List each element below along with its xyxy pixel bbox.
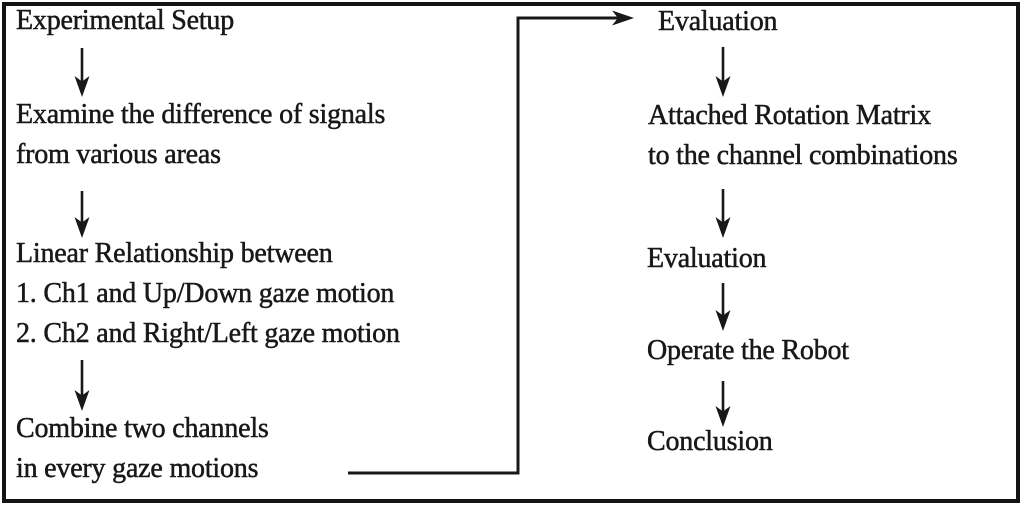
step-line: Evaluation (647, 243, 767, 275)
step-line: Conclusion (647, 426, 773, 458)
step-experimental-setup: Experimental Setup (16, 1, 235, 41)
step-line: from various areas (16, 139, 221, 171)
step-operate-robot: Operate the Robot (647, 331, 850, 371)
step-linear-relationship: Linear Relationship between 1. Ch1 and U… (16, 234, 400, 354)
step-line: Operate the Robot (647, 335, 850, 367)
step-line: Examine the difference of signals (16, 99, 386, 131)
step-line: 2. Ch2 and Right/Left gaze motion (16, 318, 400, 350)
step-line: Linear Relationship between (16, 238, 333, 270)
step-line: 1. Ch1 and Up/Down gaze motion (16, 278, 395, 310)
step-examine-difference: Examine the difference of signals from v… (16, 95, 386, 175)
step-line: Experimental Setup (16, 5, 235, 37)
step-evaluation-2: Evaluation (647, 239, 767, 279)
step-line: to the channel combinations (648, 140, 958, 172)
step-combine-channels: Combine two channels in every gaze motio… (16, 409, 269, 489)
step-line: in every gaze motions (16, 453, 259, 485)
step-conclusion: Conclusion (647, 422, 773, 462)
step-line: Evaluation (658, 6, 778, 38)
step-line: Attached Rotation Matrix (648, 100, 932, 132)
step-line: Combine two channels (16, 413, 269, 445)
step-attached-rotation-matrix: Attached Rotation Matrix to the channel … (648, 96, 958, 176)
step-evaluation-1: Evaluation (658, 2, 778, 42)
